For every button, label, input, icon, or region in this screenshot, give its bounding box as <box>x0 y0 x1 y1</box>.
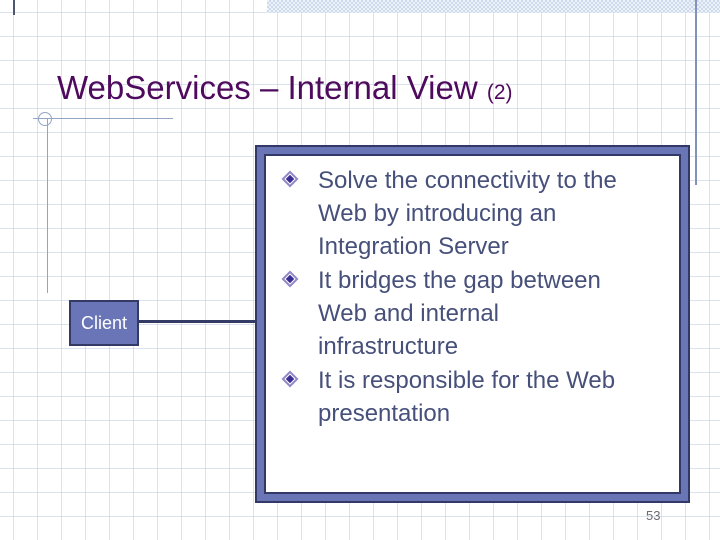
content-box: Solve the connectivity to the Web by int… <box>255 145 690 503</box>
title-vertical-line <box>47 118 48 293</box>
list-item: Solve the connectivity to the Web by int… <box>280 164 673 263</box>
page-title: WebServices – Internal View (2) <box>57 68 677 113</box>
top-checker-band <box>267 0 720 13</box>
bullet-text: Solve the connectivity to the Web by int… <box>318 167 617 260</box>
diamond-bullet-icon <box>281 370 299 388</box>
page-number: 53 <box>646 508 661 523</box>
client-node: Client <box>69 300 139 346</box>
title-suffix: (2) <box>486 81 513 104</box>
title-underline <box>33 118 173 119</box>
content-box-inner: Solve the connectivity to the Web by int… <box>264 154 681 494</box>
diamond-bullet-icon <box>281 270 299 288</box>
bullet-text: It bridges the gap between Web and inter… <box>318 267 601 360</box>
client-connector-line <box>139 320 256 323</box>
list-item: It bridges the gap between Web and inter… <box>280 264 673 363</box>
bullet-list: Solve the connectivity to the Web by int… <box>266 156 679 430</box>
diamond-bullet-icon <box>281 170 299 188</box>
bullet-text: It is responsible for the Web presentati… <box>318 367 616 427</box>
title-text: WebServices – Internal View <box>57 69 478 106</box>
top-left-tick-line <box>13 0 15 15</box>
right-edge-line <box>695 0 697 185</box>
client-node-label: Client <box>80 312 128 333</box>
list-item: It is responsible for the Web presentati… <box>280 364 673 430</box>
corner-circle-decor <box>38 112 52 126</box>
